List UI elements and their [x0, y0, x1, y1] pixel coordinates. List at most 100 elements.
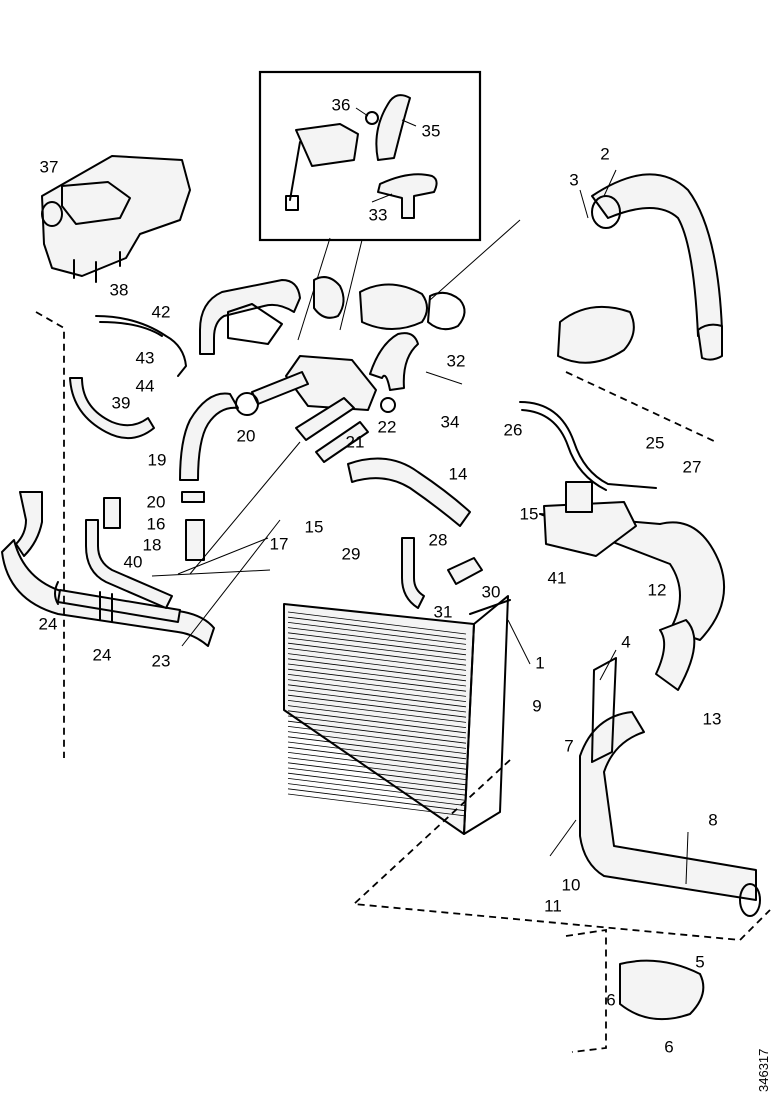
radiator-fin [287, 783, 467, 806]
radiator-fin [287, 762, 467, 786]
radiator [283, 595, 511, 835]
radiator-fin [287, 679, 467, 702]
radiator-fin [287, 689, 467, 713]
label-20a: 20 [237, 427, 256, 446]
label-2: 2 [600, 145, 609, 164]
label-30: 30 [482, 583, 501, 602]
label-19: 19 [148, 451, 167, 470]
thermostat-housing [519, 401, 657, 557]
radiator-fin [287, 778, 467, 801]
label-36: 36 [332, 96, 351, 115]
label-24b: 24 [93, 646, 112, 665]
label-39: 39 [112, 394, 131, 413]
radiator-fin [287, 653, 467, 676]
radiator-fin [287, 637, 467, 661]
radiator-fin [287, 611, 467, 635]
label-23: 23 [152, 652, 171, 671]
label-12: 12 [648, 581, 667, 600]
label-27: 27 [683, 458, 702, 477]
label-18: 18 [143, 536, 162, 555]
hose-28 [401, 537, 425, 609]
label-22: 22 [378, 418, 397, 437]
label-4: 4 [621, 633, 630, 652]
leader-lines [151, 169, 689, 885]
label-31: 31 [434, 603, 453, 622]
document-id: 346317 [756, 1049, 771, 1092]
radiator-fin [287, 663, 467, 687]
radiator-fin [287, 627, 467, 650]
label-13: 13 [703, 710, 722, 729]
radiator-fin [287, 668, 467, 692]
label-40: 40 [124, 553, 143, 572]
radiator-fin [287, 757, 467, 780]
radiator-fin [287, 772, 467, 796]
lower-hoses [1, 491, 215, 647]
label-14: 14 [449, 465, 468, 484]
radiator-fin [287, 731, 467, 754]
label-9: 9 [532, 697, 541, 716]
radiator-fin [287, 658, 467, 682]
radiator-fin [287, 632, 467, 656]
label-43: 43 [136, 349, 155, 368]
dashed-reference-lines [35, 311, 771, 1053]
label-21: 21 [346, 433, 365, 452]
part-labels: 1 2 3 4 5 6 6 7 8 9 10 11 12 13 14 15 15… [39, 96, 722, 1057]
radiator-fin [287, 622, 467, 645]
label-34: 34 [441, 413, 460, 432]
radiator-fin [287, 746, 467, 770]
hose-30 [447, 557, 483, 585]
radiator-fin [287, 736, 467, 760]
label-37: 37 [40, 158, 59, 177]
label-1: 1 [535, 654, 544, 673]
label-8: 8 [708, 811, 717, 830]
label-17: 17 [270, 535, 289, 554]
radiator-fin [287, 674, 467, 697]
hose-39 [69, 377, 155, 439]
radiator-fin [287, 648, 467, 671]
radiator-fin [287, 793, 467, 817]
label-7: 7 [564, 737, 573, 756]
label-32: 32 [447, 352, 466, 371]
label-29: 29 [342, 545, 361, 564]
radiator-fin [287, 752, 467, 775]
intercooler-ducts [539, 173, 761, 1021]
radiator-fin [287, 788, 467, 812]
label-41: 41 [548, 569, 567, 588]
label-15a: 15 [305, 518, 324, 537]
label-5: 5 [695, 953, 704, 972]
label-16: 16 [147, 515, 166, 534]
label-10: 10 [562, 876, 581, 895]
label-3: 3 [569, 171, 578, 190]
radiator-fin [287, 684, 467, 708]
radiator-fin [287, 710, 467, 734]
radiator-fin [287, 694, 467, 718]
upper-hoses [179, 332, 419, 561]
label-26: 26 [504, 421, 523, 440]
hose-14 [347, 457, 471, 527]
radiator-fin [287, 741, 467, 765]
label-42: 42 [152, 303, 171, 322]
radiator-fin [287, 726, 467, 749]
label-24a: 24 [39, 615, 58, 634]
radiator-fin [287, 705, 467, 728]
radiator-fin [287, 642, 467, 666]
label-11: 11 [544, 897, 562, 916]
inset-detail [258, 70, 482, 341]
label-20b: 20 [147, 493, 166, 512]
expansion-tank [41, 155, 191, 283]
radiator-fin [287, 700, 467, 723]
label-38: 38 [110, 281, 129, 300]
radiator-fin [287, 616, 467, 640]
label-33: 33 [369, 206, 388, 225]
label-35: 35 [422, 122, 441, 141]
label-6a: 6 [606, 991, 615, 1010]
radiator-fin [287, 715, 467, 739]
label-44: 44 [136, 377, 155, 396]
radiator-fin [287, 720, 467, 744]
label-6b: 6 [664, 1038, 673, 1057]
label-15b: 15 [520, 505, 539, 524]
label-28: 28 [429, 531, 448, 550]
label-25: 25 [646, 434, 665, 453]
radiator-fin [287, 767, 467, 791]
